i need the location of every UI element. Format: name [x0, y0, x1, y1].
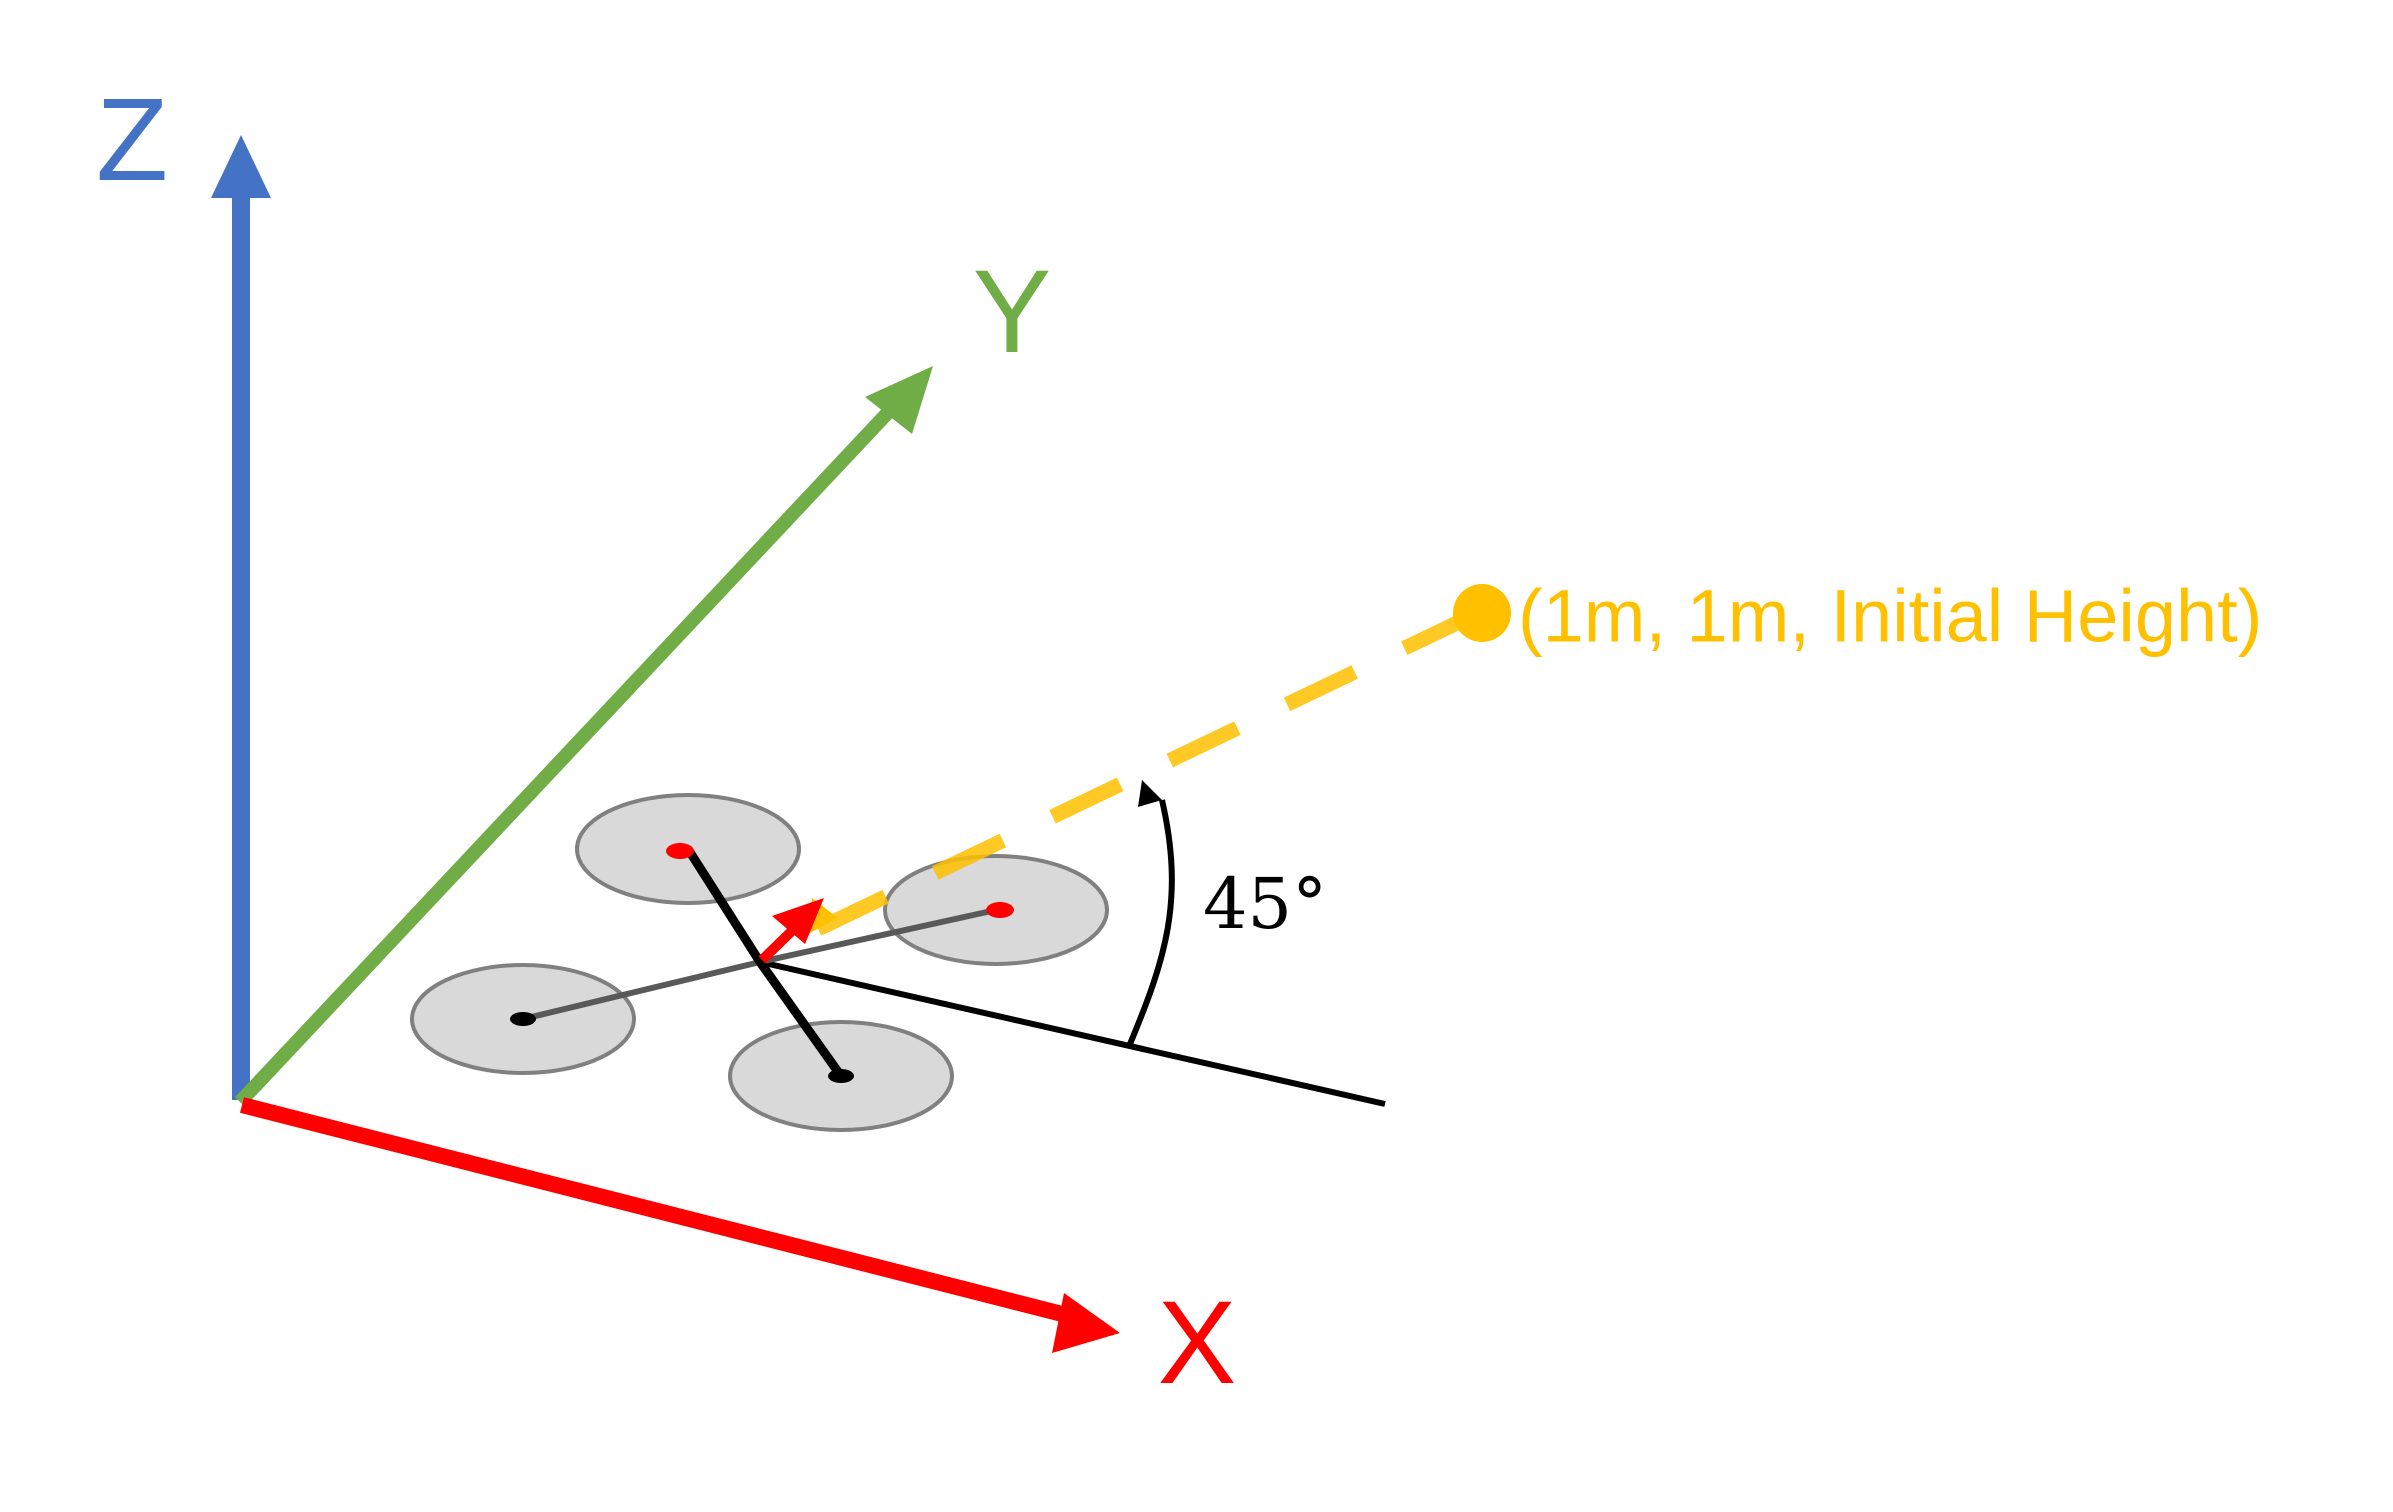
z-axis-label: Z	[96, 74, 168, 206]
x-axis-line	[240, 1097, 1072, 1324]
target-path: (1m, 1m, Initial Height)	[808, 575, 2262, 936]
arm-front-left	[684, 846, 764, 965]
x-axis: X	[240, 1097, 1237, 1409]
heading-arrowhead	[772, 898, 824, 944]
y-axis: Y	[234, 246, 1052, 1107]
angle-label: 45°	[1203, 863, 1327, 945]
y-axis-label: Y	[973, 246, 1052, 378]
drone	[410, 793, 1109, 1132]
arm-left	[522, 959, 761, 1022]
reference-line	[759, 959, 1386, 1107]
arm-right	[759, 907, 997, 965]
x-axis-label: X	[1158, 1277, 1237, 1409]
angle-arrowhead	[1138, 780, 1162, 807]
motor-rear-right	[828, 1069, 854, 1083]
angle-indicator: 45°	[1127, 780, 1327, 1046]
x-axis-arrowhead	[1052, 1293, 1120, 1353]
y-axis-line	[234, 400, 901, 1107]
motor-rear-left	[510, 1012, 536, 1026]
target-path-dashed-line	[814, 605, 1484, 936]
heading-arrow	[758, 898, 824, 964]
motor-front-left	[666, 843, 694, 859]
z-axis-arrowhead	[211, 135, 271, 198]
y-axis-arrowhead	[865, 366, 933, 434]
z-axis: Z	[96, 74, 271, 1100]
arm-rear-right	[756, 959, 845, 1079]
motor-front-right	[986, 902, 1014, 918]
target-label: (1m, 1m, Initial Height)	[1518, 575, 2262, 658]
target-point	[1453, 584, 1511, 642]
angle-arc	[1127, 799, 1175, 1046]
